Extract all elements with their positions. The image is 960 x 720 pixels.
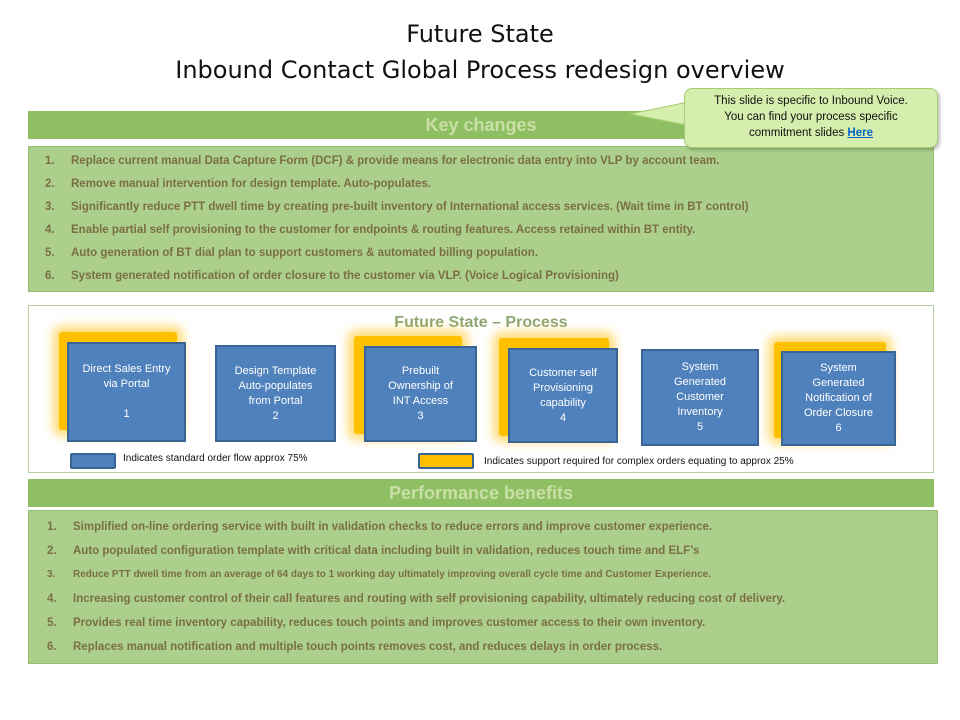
performance-list: 1.Simplified on-line ordering service wi…	[47, 515, 937, 659]
process-step-1: Direct Sales Entry via Portal 1	[67, 342, 186, 442]
benefit-item: 1.Simplified on-line ordering service wi…	[47, 521, 713, 533]
here-link[interactable]: Here	[847, 127, 873, 139]
callout-line3-wrap: commitment slides Here	[685, 125, 937, 141]
callout-box: This slide is specific to Inbound Voice.…	[684, 88, 938, 148]
legend-standard-swatch	[70, 453, 116, 469]
process-panel: Future State – Process Direct Sales Entr…	[28, 305, 934, 473]
key-changes-panel: 1.Replace current manual Data Capture Fo…	[28, 146, 934, 292]
process-step-5: System Generated Customer Inventory 5	[641, 349, 759, 446]
key-change-item: 5.Auto generation of BT dial plan to sup…	[45, 247, 539, 259]
process-step-4: Customer self Provisioning capability 4	[508, 348, 618, 443]
legend-standard-label: Indicates standard order flow approx 75%	[123, 453, 308, 464]
key-change-item: 6.System generated notification of order…	[45, 270, 619, 282]
key-change-item: 4.Enable partial self provisioning to th…	[45, 224, 696, 236]
process-step-2: Design Template Auto-populates from Port…	[215, 345, 336, 442]
callout-line3: commitment slides	[749, 127, 845, 139]
callout-line2: You can find your process specific	[724, 111, 898, 123]
legend-support-swatch	[418, 453, 474, 469]
benefit-item: 3.Reduce PTT dwell time from an average …	[47, 569, 711, 580]
callout-line1: This slide is specific to Inbound Voice.	[714, 95, 908, 107]
key-change-item: 1.Replace current manual Data Capture Fo…	[45, 155, 720, 167]
key-change-item: 2.Remove manual intervention for design …	[45, 178, 431, 190]
benefit-item: 2.Auto populated configuration template …	[47, 545, 700, 557]
key-changes-list: 1.Replace current manual Data Capture Fo…	[45, 150, 933, 288]
process-heading: Future State – Process	[394, 314, 568, 331]
slide-title-line2: Inbound Contact Global Process redesign …	[175, 56, 785, 84]
benefit-item: 4.Increasing customer control of their c…	[47, 593, 786, 605]
key-change-item: 3.Significantly reduce PTT dwell time by…	[45, 201, 749, 213]
process-step-3: Prebuilt Ownership of INT Access 3	[364, 346, 477, 442]
performance-panel: 1.Simplified on-line ordering service wi…	[28, 510, 938, 664]
benefit-item: 6.Replaces manual notification and multi…	[47, 641, 663, 653]
performance-heading: Performance benefits	[28, 479, 934, 507]
legend-support-label: Indicates support required for complex o…	[484, 456, 794, 467]
slide-title-line1: Future State	[406, 20, 554, 48]
benefit-item: 5.Provides real time inventory capabilit…	[47, 617, 706, 629]
process-step-6: System Generated Notification of Order C…	[781, 351, 896, 446]
